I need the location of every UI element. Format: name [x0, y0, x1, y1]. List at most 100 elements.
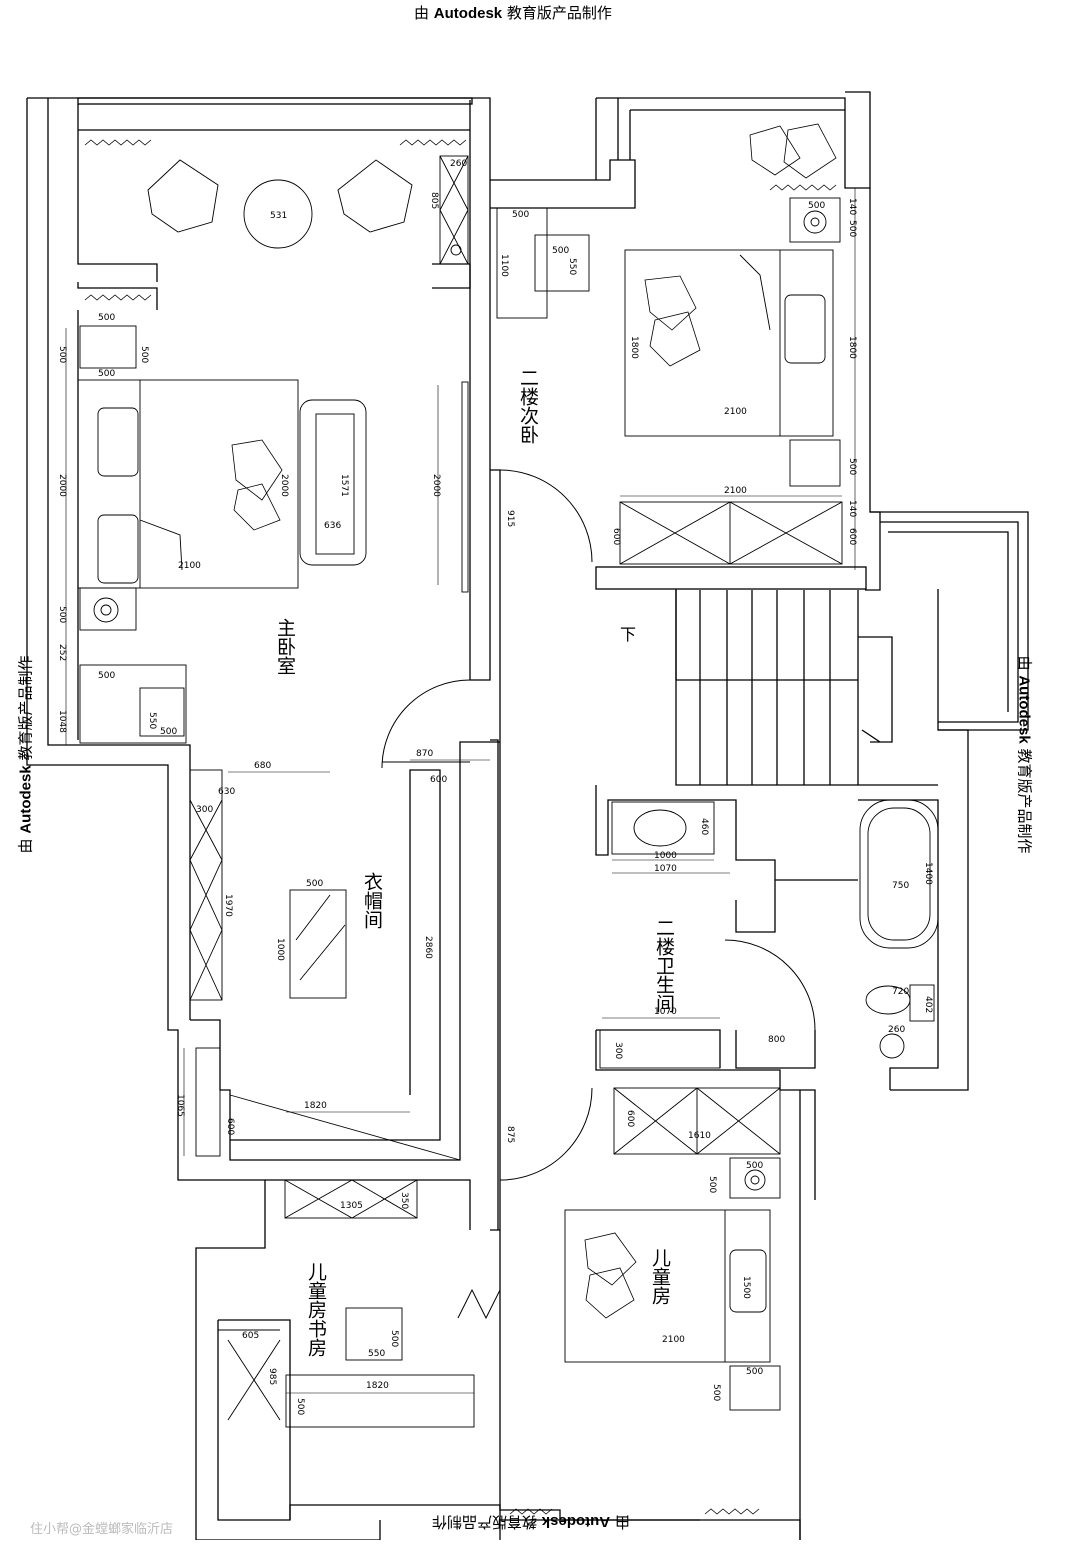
dim-label: 875: [505, 1126, 515, 1143]
dim-label: 750: [892, 881, 909, 891]
dim-label: 500: [139, 346, 149, 363]
dim-label: 2100: [178, 561, 201, 571]
dim-label: 630: [218, 787, 235, 797]
dim-label: 500: [847, 220, 857, 237]
dim-label: 500: [306, 879, 323, 889]
room-label-master-bedroom: 主卧室: [274, 618, 296, 675]
watermark-suffix: 教育版产品制作: [1015, 748, 1034, 854]
walls: [26, 91, 1029, 1541]
dim-label: 2000: [431, 474, 441, 497]
dim-label: 1065: [175, 1094, 185, 1117]
dim-label: 140: [847, 500, 857, 517]
dim-label: 2100: [724, 486, 747, 496]
dim-label: 2000: [57, 474, 67, 497]
dim-label: 720: [892, 987, 909, 997]
dim-label: 1610: [688, 1131, 711, 1141]
dim-label: 252: [57, 644, 67, 661]
dim-label: 1048: [57, 710, 67, 733]
dim-label: 2000: [279, 474, 289, 497]
watermark-suffix: 教育版产品制作: [506, 4, 612, 22]
room-label-kids-study: 儿童房书房: [305, 1262, 327, 1357]
pillows: [231, 123, 837, 1319]
dim-label: 1100: [499, 254, 509, 277]
dim-label: 500: [57, 346, 67, 363]
dim-label: 140: [847, 198, 857, 215]
dim-label: 1500: [741, 1276, 751, 1299]
dim-label: 600: [430, 775, 447, 785]
dim-label: 680: [254, 761, 271, 771]
dim-label: 2100: [724, 407, 747, 417]
watermark-brand: Autodesk: [541, 1513, 611, 1530]
dim-label: 600: [847, 528, 857, 545]
dim-label: 1000: [275, 938, 285, 961]
curtains: [84, 139, 837, 1515]
dim-label: 1970: [223, 894, 233, 917]
dim-label: 550: [147, 712, 157, 729]
dim-label: 1070: [654, 864, 677, 874]
dim-label: 1571: [339, 474, 349, 497]
dim-label: 460: [699, 818, 709, 835]
dim-label: 1000: [654, 851, 677, 861]
watermark-suffix: 教育版产品制作: [16, 655, 35, 761]
dim-label: 800: [768, 1035, 785, 1045]
dim-label: 500: [389, 1330, 399, 1347]
dim-label: 600: [225, 1118, 235, 1135]
image-credit: 住小帮@金螳螂家临沂店: [30, 1522, 174, 1537]
dim-label: 1820: [366, 1381, 389, 1391]
dim-label: 550: [368, 1349, 385, 1359]
watermark-prefix: 由: [1015, 655, 1034, 671]
watermark-bottom: 由 Autodesk 教育版产品制作: [432, 1512, 630, 1533]
watermark-prefix: 由: [414, 4, 430, 22]
watermark-prefix: 由: [614, 1513, 630, 1531]
dim-label: 500: [707, 1176, 717, 1193]
dim-label: 500: [746, 1367, 763, 1377]
stair-steps: [699, 590, 893, 785]
dim-label: 260: [888, 1025, 905, 1035]
watermark-suffix: 教育版产品制作: [432, 1513, 538, 1531]
dim-label: 531: [270, 211, 287, 221]
dim-label: 500: [552, 246, 569, 256]
dim-label: 500: [295, 1398, 305, 1415]
dim-label: 2860: [423, 936, 433, 959]
dimension-labels: 260 805 531 500 500 500 500 2000 2000 20…: [57, 159, 933, 1415]
dim-label: 500: [711, 1384, 721, 1401]
watermark-top: 由 Autodesk 教育版产品制作: [414, 2, 612, 23]
dim-label: 260: [450, 159, 467, 169]
stair-direction-label: 下: [620, 625, 636, 644]
dim-label: 500: [98, 369, 115, 379]
room-label-cloakroom: 衣帽间: [361, 872, 383, 929]
watermark-brand: Autodesk: [433, 5, 503, 22]
dim-label: 1400: [923, 862, 933, 885]
dim-label: 1800: [847, 336, 857, 359]
watermark-brand: Autodesk: [17, 765, 35, 834]
watermark-right: 由 Autodesk 教育版产品制作: [1014, 656, 1035, 854]
room-label-bathroom: 二楼卫生间: [653, 918, 675, 1013]
dim-label: 500: [808, 201, 825, 211]
room-labels: 主卧室 二楼次卧 衣帽间 二楼卫生间 儿童房 儿童房书房 下: [274, 368, 675, 1357]
dim-label: 500: [847, 458, 857, 475]
doors: [381, 469, 816, 1320]
dim-label: 500: [512, 210, 529, 220]
dim-label: 915: [505, 510, 515, 527]
watermark-prefix: 由: [16, 838, 35, 854]
dim-label: 1305: [340, 1201, 363, 1211]
dim-label: 500: [57, 606, 67, 623]
room-label-kids-room: 儿童房: [649, 1248, 671, 1305]
dim-label: 550: [567, 258, 577, 275]
dim-label: 636: [324, 521, 341, 531]
dim-label: 1070: [654, 1007, 677, 1017]
dim-label: 985: [267, 1368, 277, 1385]
dim-label: 350: [399, 1192, 409, 1209]
dim-label: 600: [611, 528, 621, 545]
dim-label: 805: [429, 192, 439, 209]
room-label-second-bedroom: 二楼次卧: [517, 368, 539, 444]
dim-label: 402: [923, 996, 933, 1013]
furniture: [77, 155, 939, 1428]
dim-label: 300: [196, 805, 213, 815]
dimension-lines: [65, 188, 856, 1394]
watermark-left: 由 Autodesk 教育版产品制作: [14, 656, 35, 854]
watermark-brand: Autodesk: [1015, 675, 1033, 744]
dim-label: 870: [416, 749, 433, 759]
